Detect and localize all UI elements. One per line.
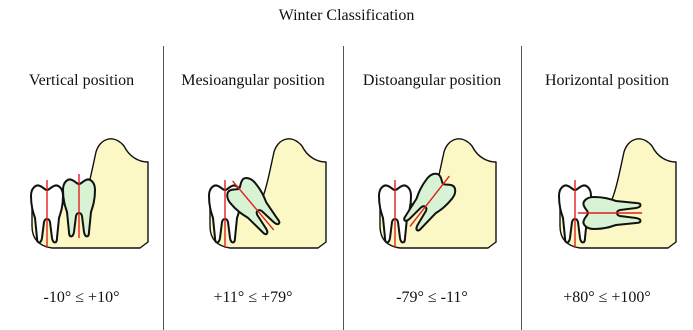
third-molar <box>578 197 642 229</box>
panel-illustration-horizontal <box>559 139 676 248</box>
panel-illustration-distoangular <box>379 139 496 248</box>
panel-illustration-mesioangular <box>209 139 326 248</box>
panels-layer <box>31 139 676 248</box>
panel-illustration-vertical <box>31 139 148 248</box>
third-molar <box>63 174 95 238</box>
